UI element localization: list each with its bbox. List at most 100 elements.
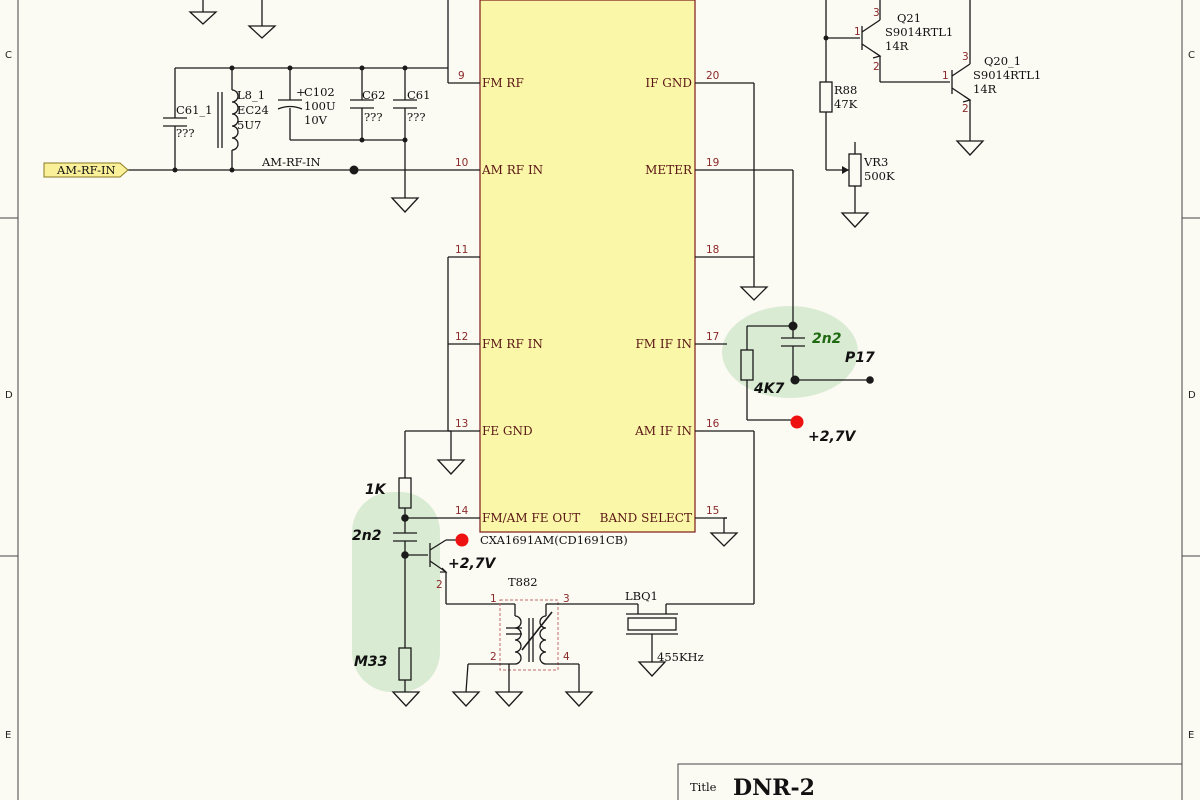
- svg-text:3: 3: [962, 51, 969, 63]
- pin-label-meter: METER: [645, 163, 693, 177]
- q21-ref: Q21: [897, 11, 921, 25]
- junction-dots-left: [172, 65, 408, 175]
- zone-left-c: C: [5, 50, 12, 61]
- pin-number-10: 10: [455, 157, 468, 169]
- pin-number-15: 15: [706, 505, 719, 517]
- input-network-wires: [128, 0, 449, 198]
- pin-label-fm-rf: FM RF: [482, 76, 524, 90]
- q20-emitter-arrow: [962, 95, 972, 103]
- zone-right-d: D: [1188, 390, 1196, 401]
- svg-text:1: 1: [490, 593, 497, 605]
- r88-ref: R88: [834, 83, 857, 97]
- inductor-l8-1: [217, 89, 239, 151]
- c62-ref: C62: [362, 88, 385, 102]
- probe-point-right[interactable]: [790, 415, 804, 429]
- junction-dots-right: [788, 321, 874, 385]
- annotation-2n2-left: 2n2: [352, 528, 381, 544]
- c102-ref: C102: [304, 85, 335, 99]
- ic-part-label: CXA1691AM(CD1691CB): [480, 533, 628, 547]
- annotation-2-7v-left: +2,7V: [448, 556, 497, 572]
- l8-1-value2: 5U7: [237, 118, 261, 132]
- transformer-t882: 1 2 3 4: [465, 593, 580, 693]
- pin-number-11: 11: [455, 244, 468, 256]
- port-am-rf-in[interactable]: AM-RF-IN: [43, 162, 129, 178]
- vr3-ref: VR3: [863, 155, 888, 169]
- potentiometer-vr3: [848, 153, 862, 187]
- pin-label-fm-rf-in: FM RF IN: [482, 337, 543, 351]
- q21-part: S9014RTL1: [885, 25, 953, 39]
- zone-left-e: E: [5, 730, 11, 741]
- transistor-emitter-arrow: [440, 567, 448, 573]
- filter-lbq1: [560, 430, 755, 662]
- zone-right-c: C: [1188, 50, 1195, 61]
- title-block: Title DNR-2: [677, 763, 1183, 800]
- pin-number-17: 17: [706, 331, 719, 343]
- svg-text:4: 4: [563, 651, 570, 663]
- pin-number-20: 20: [706, 70, 719, 82]
- l8-1-ref: L8_1: [237, 88, 265, 102]
- lbq1-ref: LBQ1: [625, 589, 658, 603]
- title-value: DNR-2: [733, 775, 815, 800]
- pin-label-band-select: BAND SELECT: [600, 511, 692, 525]
- c102-plus: +: [296, 85, 306, 99]
- svg-text:1: 1: [854, 26, 861, 38]
- c62-value: ???: [364, 110, 383, 124]
- c61-1-value: ???: [176, 126, 195, 140]
- vr3-wiper-arrow: [842, 166, 849, 174]
- c102-value2: 10V: [304, 113, 328, 127]
- transistor-pin-2: 2: [436, 579, 443, 591]
- c102-value1: 100U: [304, 99, 336, 113]
- ic-right-pin-stubs: [695, 82, 727, 519]
- pin-number-18: 18: [706, 244, 719, 256]
- svg-text:3: 3: [563, 593, 570, 605]
- zone-right-e: E: [1188, 730, 1194, 741]
- pin-number-19: 19: [706, 157, 719, 169]
- q20-part: S9014RTL1: [973, 68, 1041, 82]
- pin-label-am-if-in: AM IF IN: [634, 424, 692, 438]
- resistor-4k7: [740, 349, 754, 381]
- t882-ref: T882: [508, 575, 538, 589]
- q21-value: 14R: [885, 39, 909, 53]
- annotation-2-7v-right: +2,7V: [808, 429, 857, 445]
- pin-number-16: 16: [706, 418, 720, 430]
- lbq1-value: 455KHz: [657, 650, 704, 664]
- capacitor-plates-left: [163, 99, 417, 127]
- capacitor-2n2-left: [393, 532, 417, 542]
- pin-number-14: 14: [455, 505, 469, 517]
- c61-1-ref: C61_1: [176, 103, 213, 117]
- capacitor-2n2-top: [781, 337, 805, 347]
- svg-text:AM-RF-IN: AM-RF-IN: [56, 163, 116, 177]
- r88-value: 47K: [834, 97, 858, 111]
- vr3-value: 500K: [864, 169, 895, 183]
- probe-point-left[interactable]: [455, 533, 469, 547]
- pin-label-fm-if-in: FM IF IN: [635, 337, 692, 351]
- svg-text:x: x: [484, 0, 491, 1]
- pin-number-12: 12: [455, 331, 468, 343]
- annotation-p17: P17: [845, 350, 875, 366]
- svg-text:2: 2: [873, 61, 880, 73]
- pin-label-fe-gnd: FE GND: [482, 424, 533, 438]
- c61-value: ???: [407, 110, 426, 124]
- net-label-am-rf-in: AM-RF-IN: [261, 155, 321, 169]
- junction-dots-lower-left: [401, 514, 409, 559]
- svg-text:3: 3: [873, 7, 880, 19]
- meter-circuit-wires: [825, 0, 971, 213]
- junction-q21-base: [823, 35, 829, 41]
- c61-ref: C61: [407, 88, 430, 102]
- svg-text:1: 1: [942, 70, 949, 82]
- pin-label-am-rf-in: AM RF IN: [481, 163, 543, 177]
- annotation-1k: 1K: [365, 482, 387, 498]
- title-label: Title: [690, 780, 717, 794]
- l8-1-value1: EC24: [237, 103, 269, 117]
- annotation-2n2-top: 2n2: [812, 331, 841, 347]
- resistor-m33: [398, 647, 412, 681]
- resistor-r88: [819, 81, 833, 113]
- pin-label-fm-am-fe-out: FM/AM FE OUT: [482, 511, 580, 525]
- pin-number-9: 9: [458, 70, 465, 82]
- ic-left-pin-stubs: [448, 82, 480, 519]
- pin-label-if-gnd: IF GND: [645, 76, 692, 90]
- ic-body: [479, 0, 696, 533]
- zone-left-d: D: [5, 390, 13, 401]
